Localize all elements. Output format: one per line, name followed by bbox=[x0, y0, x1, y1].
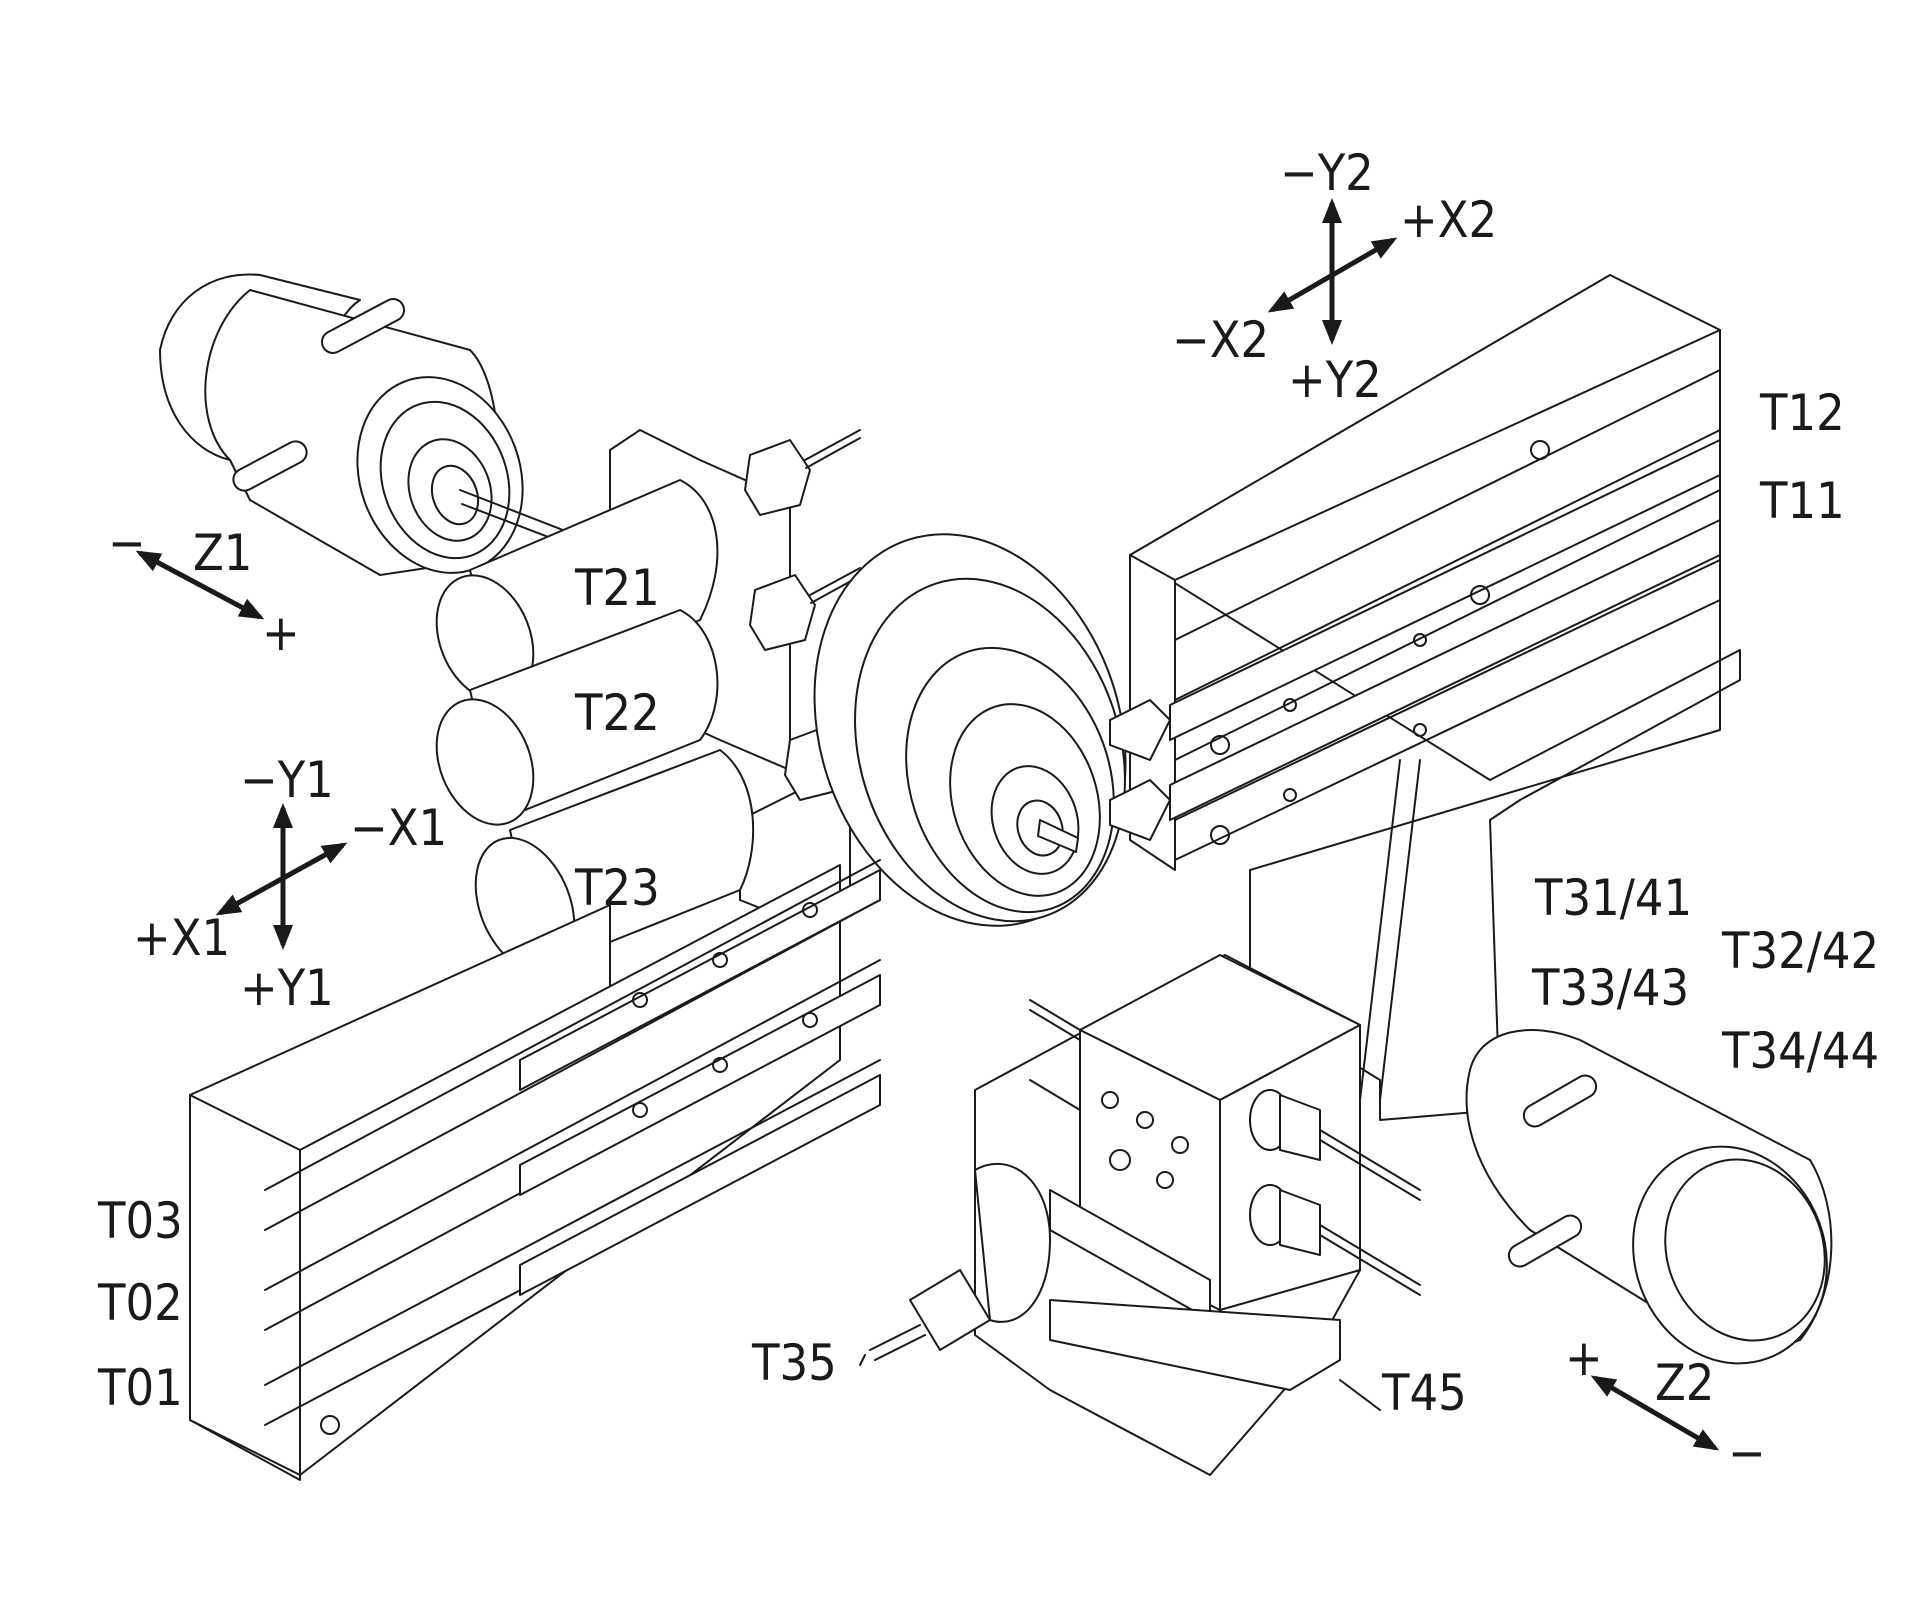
back-working-tool-block bbox=[859, 954, 1421, 1476]
axis-minus-y2: −Y2 bbox=[1280, 144, 1374, 202]
label-t45: T45 bbox=[1381, 1364, 1467, 1422]
gang-tool-plate-2 bbox=[1109, 274, 1741, 1121]
tool-labels: T03 T02 T01 T12 T11 T21 T22 T23 T31/41 T… bbox=[97, 384, 1879, 1422]
label-t32-42: T32/42 bbox=[1721, 922, 1879, 980]
axis-z1-label: Z1 bbox=[193, 524, 252, 582]
label-t34-44: T34/44 bbox=[1721, 1022, 1879, 1080]
label-t31-41: T31/41 bbox=[1534, 869, 1692, 927]
axis-plus-y2: +Y2 bbox=[1288, 351, 1382, 409]
axis-z2: Z2 + − bbox=[1565, 1329, 1766, 1482]
label-t02: T02 bbox=[97, 1274, 183, 1332]
label-t03: T03 bbox=[97, 1192, 183, 1250]
label-t12: T12 bbox=[1759, 384, 1845, 442]
sub-spindle bbox=[1465, 1029, 1833, 1365]
label-t21: T21 bbox=[574, 559, 660, 617]
axis-z2-label: Z2 bbox=[1655, 1354, 1714, 1412]
axis-plus-y1: +Y1 bbox=[240, 959, 334, 1017]
label-t01: T01 bbox=[97, 1359, 183, 1417]
collet-top-left bbox=[1029, 999, 1081, 1111]
collet-t21 bbox=[744, 429, 861, 516]
axis-minus-x1: −X1 bbox=[350, 799, 447, 857]
label-t23: T23 bbox=[574, 859, 660, 917]
axis-plus-x2: +X2 bbox=[1400, 191, 1497, 249]
label-t22: T22 bbox=[574, 684, 660, 742]
collet-t22 bbox=[749, 567, 861, 651]
axis-xy1: −Y1 −X1 +X1 +Y1 bbox=[133, 751, 447, 1017]
axis-plus-x1: +X1 bbox=[133, 909, 230, 967]
axis-minus-y1: −Y1 bbox=[240, 751, 334, 809]
axis-z1: Z1 − + bbox=[108, 514, 300, 662]
axis-z2-minus: − bbox=[1728, 1424, 1766, 1482]
axis-z1-plus: + bbox=[262, 604, 300, 662]
t35-tool bbox=[859, 1162, 1051, 1366]
axis-minus-x2: −X2 bbox=[1172, 311, 1269, 369]
label-t11: T11 bbox=[1759, 472, 1845, 530]
gang-tool-plate-1 bbox=[189, 859, 881, 1481]
label-t35: T35 bbox=[751, 1334, 837, 1392]
axis-xy2: −Y2 +X2 −X2 +Y2 bbox=[1172, 144, 1497, 409]
guide-bushing bbox=[813, 533, 1127, 927]
label-t33-43: T33/43 bbox=[1531, 959, 1689, 1017]
collet-t33-43 bbox=[1249, 1184, 1421, 1296]
axis-z2-plus: + bbox=[1565, 1329, 1603, 1387]
axis-z1-minus: − bbox=[108, 514, 146, 572]
collet-t31-41 bbox=[1249, 1089, 1421, 1201]
main-spindle bbox=[159, 273, 641, 576]
